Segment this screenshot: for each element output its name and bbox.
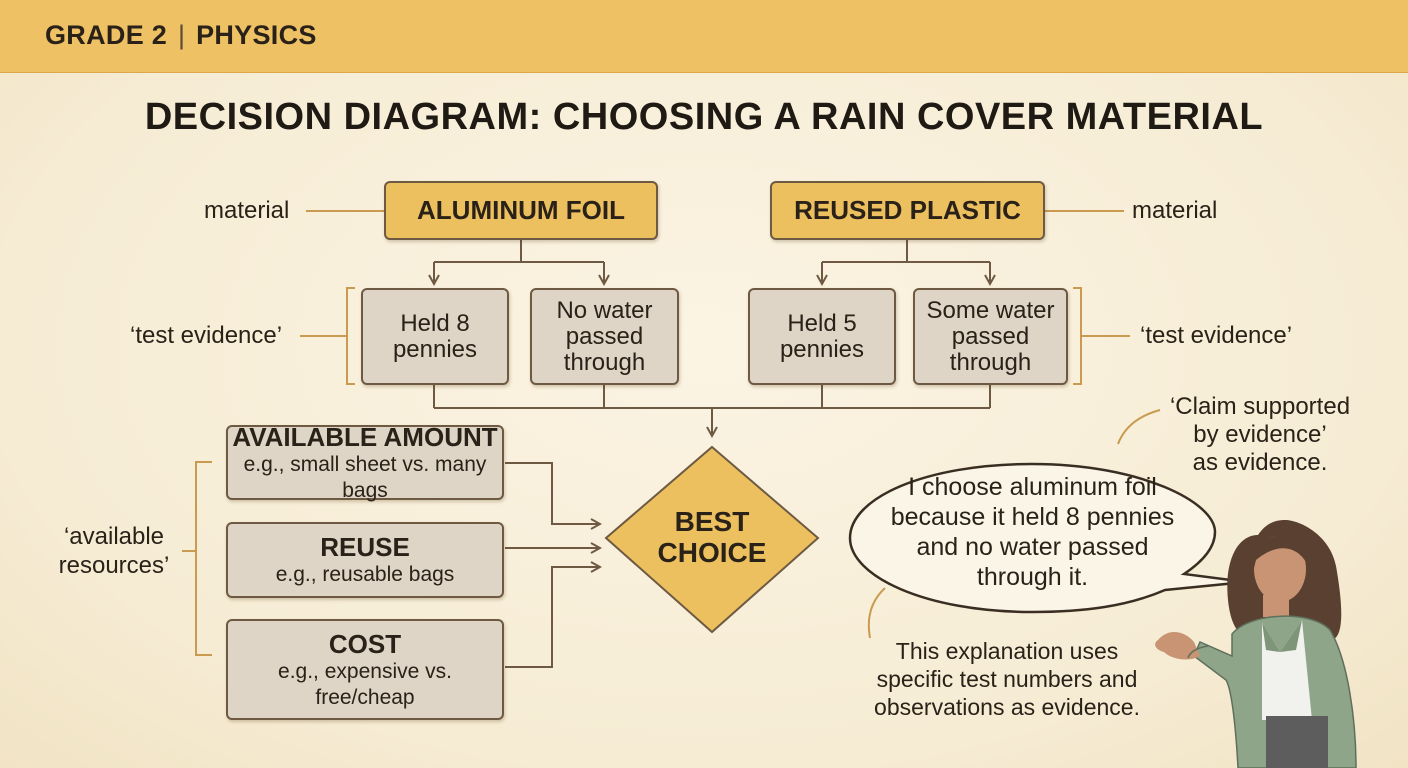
resource-example: e.g., reusable bags	[275, 563, 455, 586]
evidence-line: Held 5	[787, 309, 857, 337]
resources-label-line: resources’	[58, 552, 170, 579]
decision-diamond	[604, 445, 820, 634]
explanation-note-line: This explanation uses	[895, 638, 1119, 664]
resource-title: AVAILABLE AMOUNT	[232, 421, 498, 452]
claim-note-line: ‘Claim supported	[1169, 393, 1351, 420]
material-label-right: material	[1132, 197, 1218, 224]
resources-label: ‘available resources’	[44, 522, 184, 580]
evidence-line: through	[563, 348, 646, 376]
explanation-note-line: observations as evidence.	[874, 694, 1140, 720]
explanation-note: This explanation uses specific test numb…	[862, 637, 1152, 721]
speech-line: and no water passed	[916, 533, 1149, 561]
evidence-line: Some water	[926, 296, 1055, 324]
evidence-box-plastic-pennies: Held 5 pennies	[748, 288, 896, 385]
speech-text: I choose aluminum foil because it held 8…	[860, 472, 1205, 592]
evidence-label-right: ‘test evidence’	[1140, 322, 1293, 349]
resource-box-reuse: REUSE e.g., reusable bags	[226, 522, 504, 598]
resource-box-cost: COST e.g., expensive vs. free/cheap	[226, 619, 504, 720]
evidence-box-plastic-water: Some water passed through	[913, 288, 1068, 385]
material-label-left: material	[204, 197, 290, 224]
resource-example: e.g., small sheet vs. many bags	[243, 452, 487, 502]
header-separator: |	[177, 20, 186, 50]
evidence-box-foil-pennies: Held 8 pennies	[361, 288, 509, 385]
speech-line: I choose aluminum foil	[908, 473, 1157, 501]
header-banner: GRADE 2 | PHYSICS	[0, 0, 1408, 73]
grade-subject-label: GRADE 2 | PHYSICS	[45, 20, 317, 51]
speech-line: through it.	[976, 563, 1089, 591]
evidence-box-foil-water: No water passed through	[530, 288, 679, 385]
speech-line: because it held 8 pennies	[890, 503, 1175, 531]
diagram-title: DECISION DIAGRAM: CHOOSING A RAIN COVER …	[144, 96, 1264, 138]
teacher-figure	[1155, 520, 1357, 768]
evidence-line: pennies	[779, 335, 865, 363]
speech-bubble	[848, 462, 1247, 614]
evidence-line: Held 8	[400, 309, 470, 337]
resource-title: COST	[328, 628, 402, 659]
material-box-aluminum-foil: ALUMINUM FOIL	[384, 181, 658, 240]
evidence-line: passed	[565, 322, 644, 350]
explanation-note-line: specific test numbers and	[876, 666, 1138, 692]
claim-note-line: by evidence’	[1193, 421, 1327, 448]
evidence-line: pennies	[392, 335, 478, 363]
material-box-reused-plastic: REUSED PLASTIC	[770, 181, 1045, 240]
grade-text: GRADE 2	[45, 20, 168, 50]
evidence-label-left: ‘test evidence’	[130, 322, 283, 349]
resource-example: e.g., expensive vs.	[278, 659, 452, 683]
decision-label-line: CHOICE	[657, 537, 767, 568]
decision-label: BEST CHOICE	[632, 506, 792, 568]
claim-note-line: as evidence.	[1192, 449, 1328, 476]
resource-title: REUSE	[320, 532, 410, 562]
evidence-line: through	[949, 348, 1032, 376]
claim-note: ‘Claim supported by evidence’ as evidenc…	[1150, 393, 1370, 477]
resources-label-line: ‘available	[63, 523, 165, 550]
resource-box-available-amount: AVAILABLE AMOUNT e.g., small sheet vs. m…	[226, 421, 504, 502]
decision-label-line: BEST	[674, 506, 750, 537]
subject-text: PHYSICS	[196, 20, 317, 50]
evidence-line: passed	[951, 322, 1030, 350]
evidence-line: No water	[556, 296, 653, 324]
resource-example: free/cheap	[315, 685, 415, 709]
